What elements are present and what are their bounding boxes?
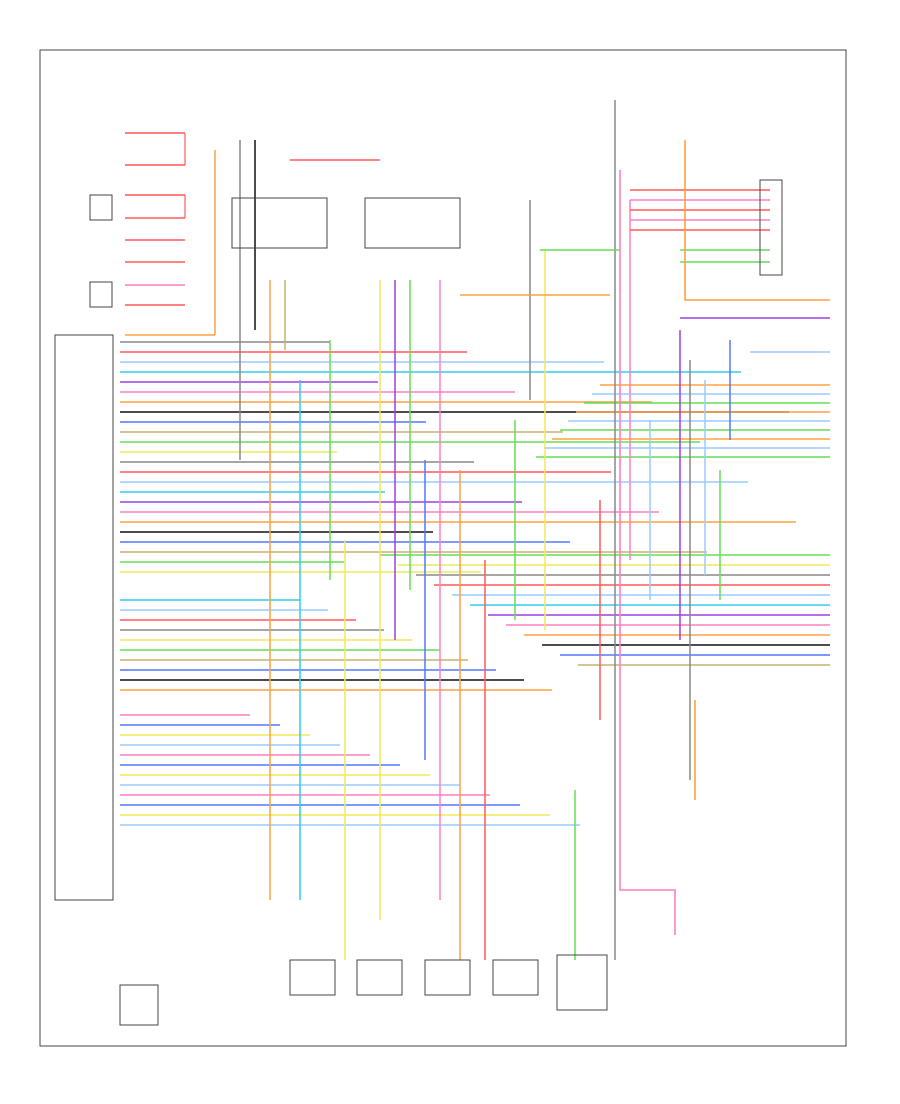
relay-1	[231, 197, 328, 249]
diagram-border	[39, 49, 847, 1047]
switch-1	[89, 194, 113, 221]
switch-2	[89, 281, 113, 308]
ecu-block	[54, 334, 114, 901]
component-group	[54, 179, 783, 1026]
wire	[684, 140, 830, 301]
relay-2	[364, 197, 461, 249]
sensor-box	[424, 959, 471, 996]
bottom-right-box	[556, 954, 608, 1011]
sensor-box	[492, 959, 539, 996]
wire	[619, 170, 676, 935]
sensor-box	[289, 959, 336, 996]
bottom-left-box	[119, 984, 159, 1026]
wire-group	[120, 100, 830, 960]
right-connector	[759, 179, 783, 276]
sensor-box	[356, 959, 403, 996]
